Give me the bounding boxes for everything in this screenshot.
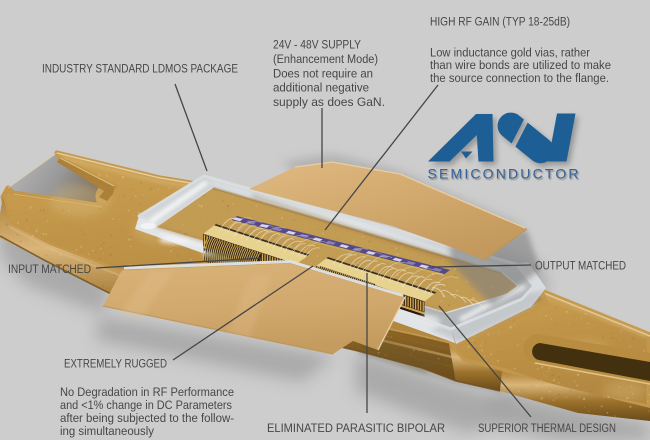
svg-text:OUTPUT MATCHED: OUTPUT MATCHED [535,259,626,273]
svg-text:than wire bonds are utilized t: than wire bonds are utilized to make [430,58,611,72]
svg-text:EXTREMELY RUGGED: EXTREMELY RUGGED [64,357,167,371]
svg-text:No Degradation in RF Performan: No Degradation in RF Performance [60,385,234,399]
svg-text:Low inductance gold vias, rath: Low inductance gold vias, rather [430,45,590,59]
svg-text:additional negative: additional negative [273,81,369,95]
svg-text:INDUSTRY STANDARD LDMOS PACKAG: INDUSTRY STANDARD LDMOS PACKAGE [42,62,238,76]
svg-text:SUPERIOR THERMAL DESIGN: SUPERIOR THERMAL DESIGN [478,421,616,435]
svg-text:INPUT MATCHED: INPUT MATCHED [8,262,91,276]
svg-text:the source connection to the f: the source connection to the flange. [430,71,609,85]
svg-text:supply as does GaN.: supply as does GaN. [273,95,385,109]
svg-text:ing simultaneously: ing simultaneously [60,424,155,438]
svg-text:SEMICONDUCTOR: SEMICONDUCTOR [428,166,579,182]
svg-text:and <1% change in DC Parameter: and <1% change in DC Parameters [60,398,232,412]
svg-text:ELIMINATED PARASITIC BIPOLAR: ELIMINATED PARASITIC BIPOLAR [267,421,445,435]
svg-text:(Enhancement Mode): (Enhancement Mode) [273,52,378,66]
svg-text:Does not require an: Does not require an [273,66,373,80]
svg-text:HIGH RF GAIN (TYP 18-25dB): HIGH RF GAIN (TYP 18-25dB) [430,15,570,29]
svg-text:24V - 48V SUPPLY: 24V - 48V SUPPLY [273,38,361,52]
svg-text:after being subjected to the f: after being subjected to the follow- [60,411,234,425]
